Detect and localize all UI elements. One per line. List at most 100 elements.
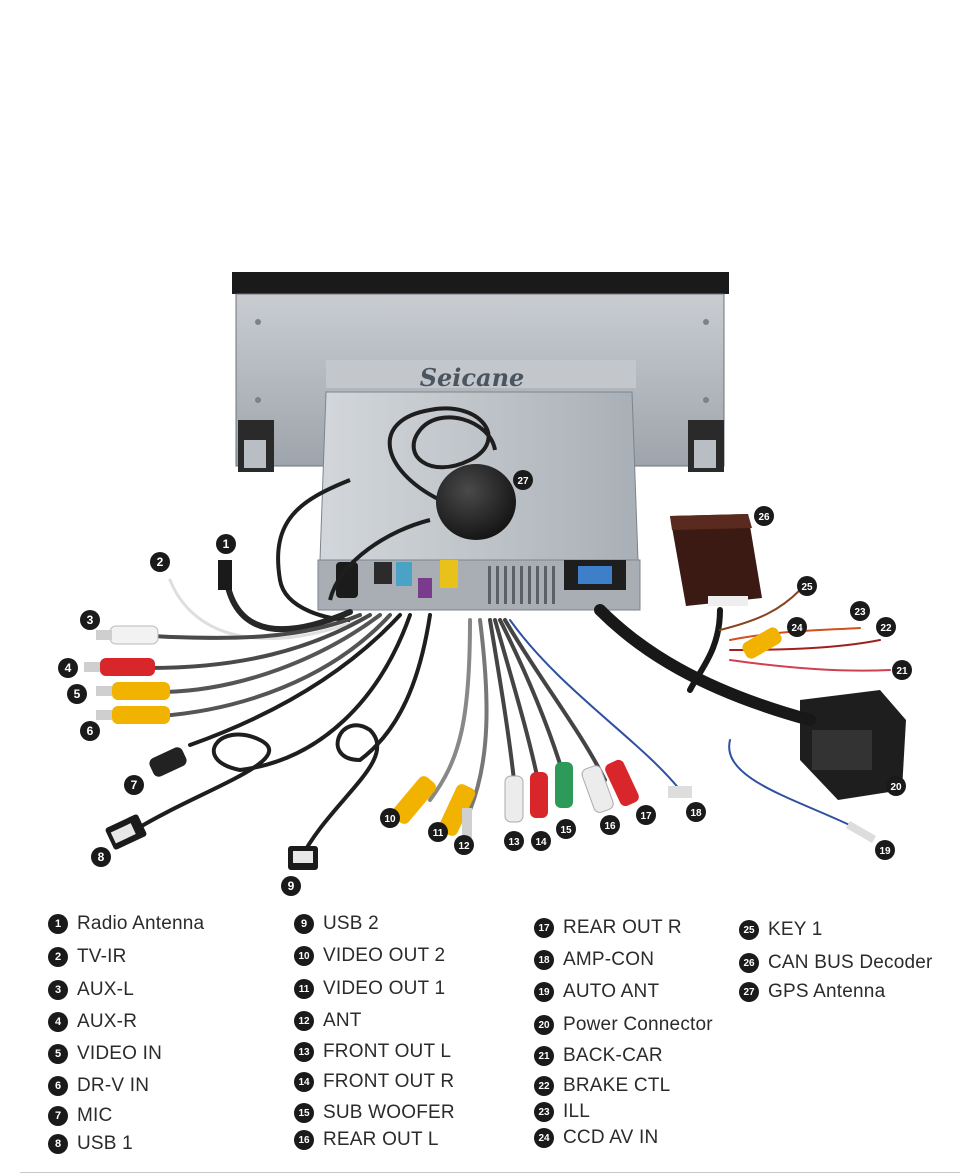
power-connector bbox=[800, 690, 906, 800]
legend-number: 20 bbox=[534, 1015, 554, 1035]
callout-number: 9 bbox=[288, 879, 295, 893]
legend-label: GPS Antenna bbox=[768, 981, 886, 1002]
callout-5: 5 bbox=[67, 684, 87, 704]
legend-number: 26 bbox=[739, 953, 759, 973]
callout-badge bbox=[556, 819, 576, 839]
legend-item-24: 24 CCD AV IN bbox=[534, 1127, 658, 1149]
callout-badge bbox=[797, 576, 817, 596]
legend-label: AUTO ANT bbox=[563, 981, 660, 1002]
rca-plugs-bottom bbox=[392, 759, 692, 838]
callout-26: 26 bbox=[754, 506, 774, 526]
gps-antenna bbox=[276, 406, 516, 622]
callout-10: 10 bbox=[380, 808, 400, 828]
callout-19: 19 bbox=[875, 840, 895, 860]
legend-item-16: 16 REAR OUT L bbox=[294, 1129, 439, 1151]
legend-label: MIC bbox=[77, 1105, 113, 1126]
callout-15: 15 bbox=[556, 819, 576, 839]
legend-label: Power Connector bbox=[563, 1014, 713, 1035]
callout-27: 27 bbox=[513, 470, 533, 490]
legend-label: ANT bbox=[323, 1010, 362, 1031]
legend-label: FRONT OUT R bbox=[323, 1071, 455, 1092]
rca-plugs-left bbox=[84, 625, 187, 777]
legend-item-3: 3 AUX-L bbox=[48, 979, 134, 1001]
callout-badge bbox=[454, 835, 474, 855]
legend-item-23: 23 ILL bbox=[534, 1101, 590, 1123]
callout-badge bbox=[513, 470, 533, 490]
callout-number: 17 bbox=[640, 811, 652, 822]
legend-number: 18 bbox=[534, 950, 554, 970]
legend-number: 24 bbox=[534, 1128, 554, 1148]
callout-number: 24 bbox=[791, 623, 803, 634]
callout-badge bbox=[80, 721, 100, 741]
legend-number: 14 bbox=[294, 1072, 314, 1092]
callout-3: 3 bbox=[80, 610, 100, 630]
callout-13: 13 bbox=[504, 831, 524, 851]
callout-4: 4 bbox=[58, 658, 78, 678]
legend-number: 23 bbox=[534, 1102, 554, 1122]
callout-number: 12 bbox=[458, 841, 470, 852]
callout-2: 2 bbox=[150, 552, 170, 572]
callout-number: 5 bbox=[74, 687, 81, 701]
callout-23: 23 bbox=[850, 601, 870, 621]
callout-number: 11 bbox=[433, 828, 444, 839]
callout-12: 12 bbox=[454, 835, 474, 855]
callout-badge bbox=[216, 534, 236, 554]
legend-number: 4 bbox=[48, 1012, 68, 1032]
callout-badge bbox=[531, 831, 551, 851]
legend-item-1: 1 Radio Antenna bbox=[48, 913, 204, 935]
legend-label: ILL bbox=[563, 1101, 591, 1122]
callout-badge bbox=[67, 684, 87, 704]
callout-17: 17 bbox=[636, 805, 656, 825]
bottom-divider bbox=[20, 1172, 960, 1173]
legend-label: CCD AV IN bbox=[563, 1127, 659, 1148]
legend-label: VIDEO IN bbox=[77, 1043, 163, 1064]
callout-25: 25 bbox=[797, 576, 817, 596]
callout-number: 23 bbox=[854, 607, 866, 618]
legend-item-4: 4 AUX-R bbox=[48, 1011, 137, 1033]
legend-number: 11 bbox=[294, 979, 314, 999]
callout-number: 25 bbox=[801, 582, 813, 593]
usb-plugs bbox=[105, 814, 318, 870]
legend-label: REAR OUT L bbox=[323, 1129, 439, 1150]
legend-number: 3 bbox=[48, 980, 68, 1000]
legend-label: VIDEO OUT 1 bbox=[323, 978, 446, 999]
callout-number: 19 bbox=[879, 846, 891, 857]
legend-label: TV-IR bbox=[77, 946, 127, 967]
callout-badge bbox=[600, 815, 620, 835]
legend-label: AUX-L bbox=[77, 979, 134, 1000]
brand-logo: Seicane bbox=[420, 363, 525, 392]
callout-badge bbox=[636, 805, 656, 825]
legend-label: Radio Antenna bbox=[77, 913, 205, 934]
legend-item-27: 27 GPS Antenna bbox=[739, 981, 885, 1003]
legend-number: 27 bbox=[739, 982, 759, 1002]
legend-label: BACK-CAR bbox=[563, 1045, 663, 1066]
legend-number: 16 bbox=[294, 1130, 314, 1150]
legend-number: 15 bbox=[294, 1103, 314, 1123]
legend-label: AUX-R bbox=[77, 1011, 138, 1032]
callout-11: 11 bbox=[428, 822, 448, 842]
legend-item-14: 14 FRONT OUT R bbox=[294, 1071, 454, 1093]
rca-plugs-right bbox=[742, 627, 876, 843]
legend-number: 22 bbox=[534, 1076, 554, 1096]
callout-16: 16 bbox=[600, 815, 620, 835]
callout-14: 14 bbox=[531, 831, 551, 851]
legend-number: 2 bbox=[48, 947, 68, 967]
callout-number: 8 bbox=[98, 850, 105, 864]
legend-number: 1 bbox=[48, 914, 68, 934]
legend-label: FRONT OUT L bbox=[323, 1041, 452, 1062]
legend-label: USB 1 bbox=[77, 1133, 133, 1154]
callout-badge bbox=[754, 506, 774, 526]
legend-label: REAR OUT R bbox=[563, 917, 682, 938]
callout-number: 26 bbox=[758, 512, 770, 523]
callout-number: 7 bbox=[131, 778, 138, 792]
